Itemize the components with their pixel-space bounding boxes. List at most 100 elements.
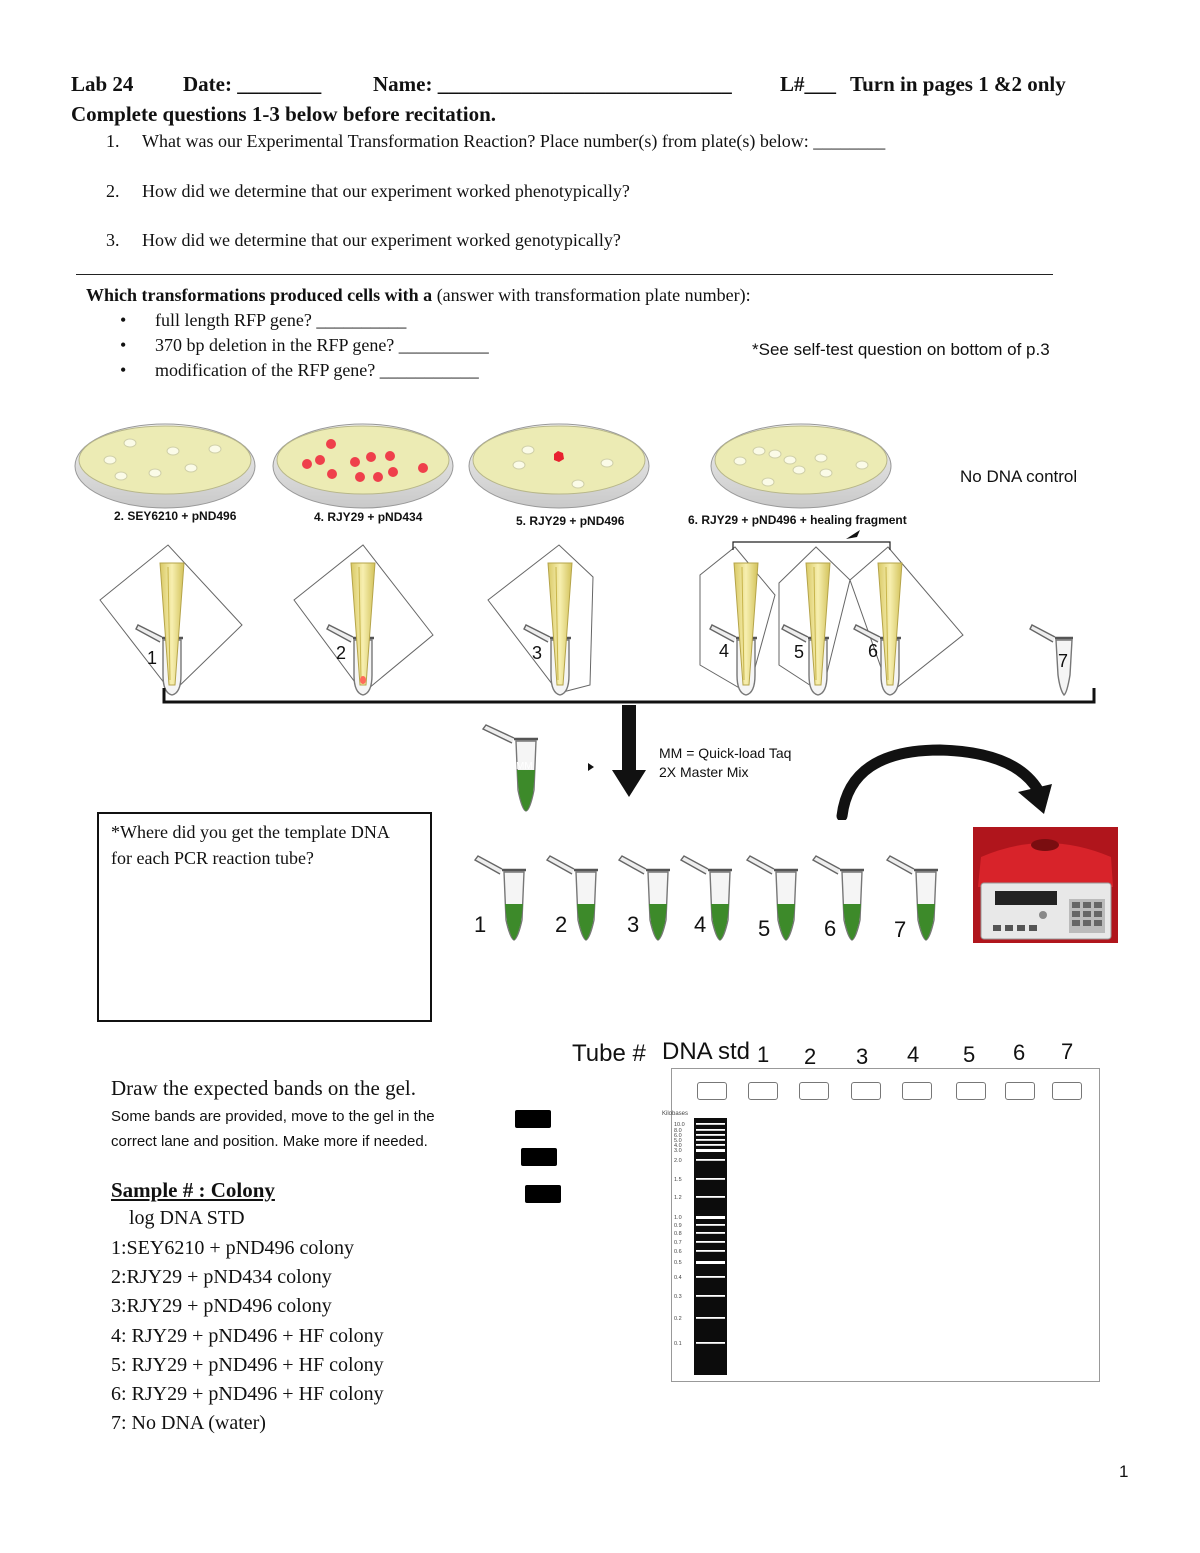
gel-lane-number-2: 2 — [804, 1044, 817, 1069]
plate-4-rjy29-pnd434 — [272, 423, 454, 509]
ladder-band — [696, 1178, 725, 1180]
tube-number-3: 3 — [532, 643, 543, 663]
turn-in-note: Turn in pages 1 &2 only — [850, 72, 1066, 96]
plate-6-healing-fragment — [710, 423, 892, 509]
gel-drawing-area[interactable] — [671, 1068, 1100, 1382]
curved-arrow-to-thermocycler — [836, 744, 1052, 820]
sample-item-6: 6: RJY29 + pND496 + HF colony — [111, 1383, 384, 1405]
ladder-band — [696, 1216, 725, 1219]
ladder-tick-label: 0.8 — [674, 1231, 682, 1237]
sample-item-1: 1:SEY6210 + pND496 colony — [111, 1237, 354, 1259]
name-field[interactable]: Name: ____________________________ — [373, 72, 732, 96]
ladder-tick-label: 6.0 — [674, 1133, 682, 1139]
ladder-band — [696, 1134, 725, 1136]
ladder-tick-label: 3.0 — [674, 1148, 682, 1154]
ladder-tick-label: 4.0 — [674, 1143, 682, 1149]
question-1-number: 1. — [106, 131, 120, 151]
which-transformations-prompt: Which transformations produced cells wit… — [86, 285, 751, 306]
ladder-band — [696, 1129, 725, 1131]
ladder-kilobases-title: Kilobases — [662, 1111, 688, 1117]
intro-instruction: Complete questions 1-3 below before reci… — [71, 102, 497, 126]
template-box-question: *Where did you get the template DNA for … — [111, 822, 389, 868]
ladder-tick-label: 0.3 — [674, 1294, 682, 1300]
ladder-tick-label: 1.5 — [674, 1177, 682, 1183]
sample-item-4: 4: RJY29 + pND496 + HF colony — [111, 1325, 384, 1347]
master-mix-tube-illustration — [481, 724, 594, 812]
ladder-tick-label: 0.9 — [674, 1223, 682, 1229]
ladder-band — [696, 1261, 725, 1264]
sample-item-3: 3:RJY29 + pND496 colony — [111, 1295, 332, 1317]
tube-number-1: 1 — [147, 648, 158, 668]
sample-item-2: 2:RJY29 + pND434 colony — [111, 1266, 332, 1288]
template-dna-answer-box[interactable]: *Where did you get the template DNA for … — [97, 812, 432, 1022]
ladder-tick-label: 0.7 — [674, 1240, 682, 1246]
tube-number-6: 6 — [868, 641, 879, 661]
movable-band-2[interactable] — [521, 1148, 557, 1166]
no-dna-control-label: No DNA control — [960, 467, 1078, 486]
petri-plates-illustration — [74, 423, 892, 509]
gel-lane-number-4: 4 — [907, 1042, 920, 1067]
plate-label-4: 6. RJY29 + pND496 + healing fragment — [688, 513, 907, 527]
gel-dna-std-label: DNA std — [662, 1038, 751, 1065]
tube-number-5: 5 — [794, 642, 805, 662]
ladder-band — [696, 1232, 725, 1234]
sample-item-5: 5: RJY29 + pND496 + HF colony — [111, 1354, 384, 1376]
ladder-band — [696, 1224, 725, 1226]
ladder-band — [696, 1317, 725, 1319]
ladder-tick-label: 10.0 — [674, 1122, 685, 1128]
ladder-tick-label: 0.1 — [674, 1341, 682, 1347]
pcr-tubes-illustration — [473, 854, 940, 942]
sample-item-7: 7: No DNA (water) — [111, 1412, 266, 1434]
gel-instructions-body: Some bands are provided, move to the gel… — [111, 1108, 435, 1150]
gel-well-4 — [902, 1082, 932, 1100]
ladder-tick-label: 0.4 — [674, 1275, 682, 1281]
gel-instructions-title: Draw the expected bands on the gel. — [111, 1076, 416, 1100]
question-2-number: 2. — [106, 181, 120, 201]
which-prompt-rest: (answer with transformation plate number… — [432, 285, 751, 305]
ladder-band — [696, 1139, 725, 1141]
gel-well-6 — [1005, 1082, 1035, 1100]
dna-ladder-image: 10.08.06.05.04.03.02.01.51.21.00.90.80.7… — [662, 1111, 727, 1375]
ladder-tick-label: 2.0 — [674, 1158, 682, 1164]
question-2-text: How did we determine that our experiment… — [142, 181, 630, 201]
pcr-tube-number-6: 6 — [824, 916, 837, 941]
sample-heading: Sample # : Colony — [111, 1178, 275, 1202]
ladder-band — [696, 1276, 725, 1278]
gel-well-7 — [1052, 1082, 1082, 1100]
movable-band-3[interactable] — [525, 1185, 561, 1203]
gel-well-2 — [799, 1082, 829, 1100]
movable-band-1[interactable] — [515, 1110, 551, 1128]
gel-well-1 — [748, 1082, 778, 1100]
master-mix-tube-label: MM — [516, 761, 533, 772]
question-1-text: What was our Experimental Transformation… — [142, 131, 886, 151]
question-3-number: 3. — [106, 230, 120, 250]
colony-transfer-illustration — [99, 530, 1096, 797]
tube-number-7: 7 — [1058, 651, 1069, 671]
ladder-band — [696, 1241, 725, 1243]
gel-well-3 — [851, 1082, 881, 1100]
pcr-tube-number-4: 4 — [694, 912, 707, 937]
bullet-dot: • — [120, 310, 127, 330]
ladder-band — [696, 1342, 725, 1344]
bullet-full-length: full length RFP gene? __________ — [155, 310, 407, 330]
pcr-tube-number-5: 5 — [758, 916, 771, 941]
ladder-tick-label: 0.6 — [674, 1249, 682, 1255]
gel-lane-number-5: 5 — [963, 1042, 976, 1067]
gel-lane-number-7: 7 — [1061, 1039, 1074, 1064]
gel-well-std — [697, 1082, 727, 1100]
sample-item-std: log DNA STD — [129, 1207, 245, 1229]
date-field[interactable]: Date: ________ — [183, 72, 322, 96]
pcr-tube-number-2: 2 — [555, 912, 568, 937]
pcr-tube-number-3: 3 — [627, 912, 640, 937]
l-number-field[interactable]: L#___ — [780, 72, 837, 96]
gel-well-5 — [956, 1082, 986, 1100]
ladder-tick-label: 0.2 — [674, 1316, 682, 1322]
plate-5-rjy29-pnd496 — [468, 423, 650, 509]
section-divider — [76, 274, 1053, 275]
gel-lane-number-6: 6 — [1013, 1040, 1026, 1065]
plate-label-3: 5. RJY29 + pND496 — [516, 514, 625, 528]
gel-tube-label: Tube # — [572, 1040, 646, 1067]
ladder-band — [696, 1144, 725, 1146]
ladder-tick-label: 8.0 — [674, 1128, 682, 1134]
bullet-deletion: 370 bp deletion in the RFP gene? _______… — [155, 335, 489, 355]
